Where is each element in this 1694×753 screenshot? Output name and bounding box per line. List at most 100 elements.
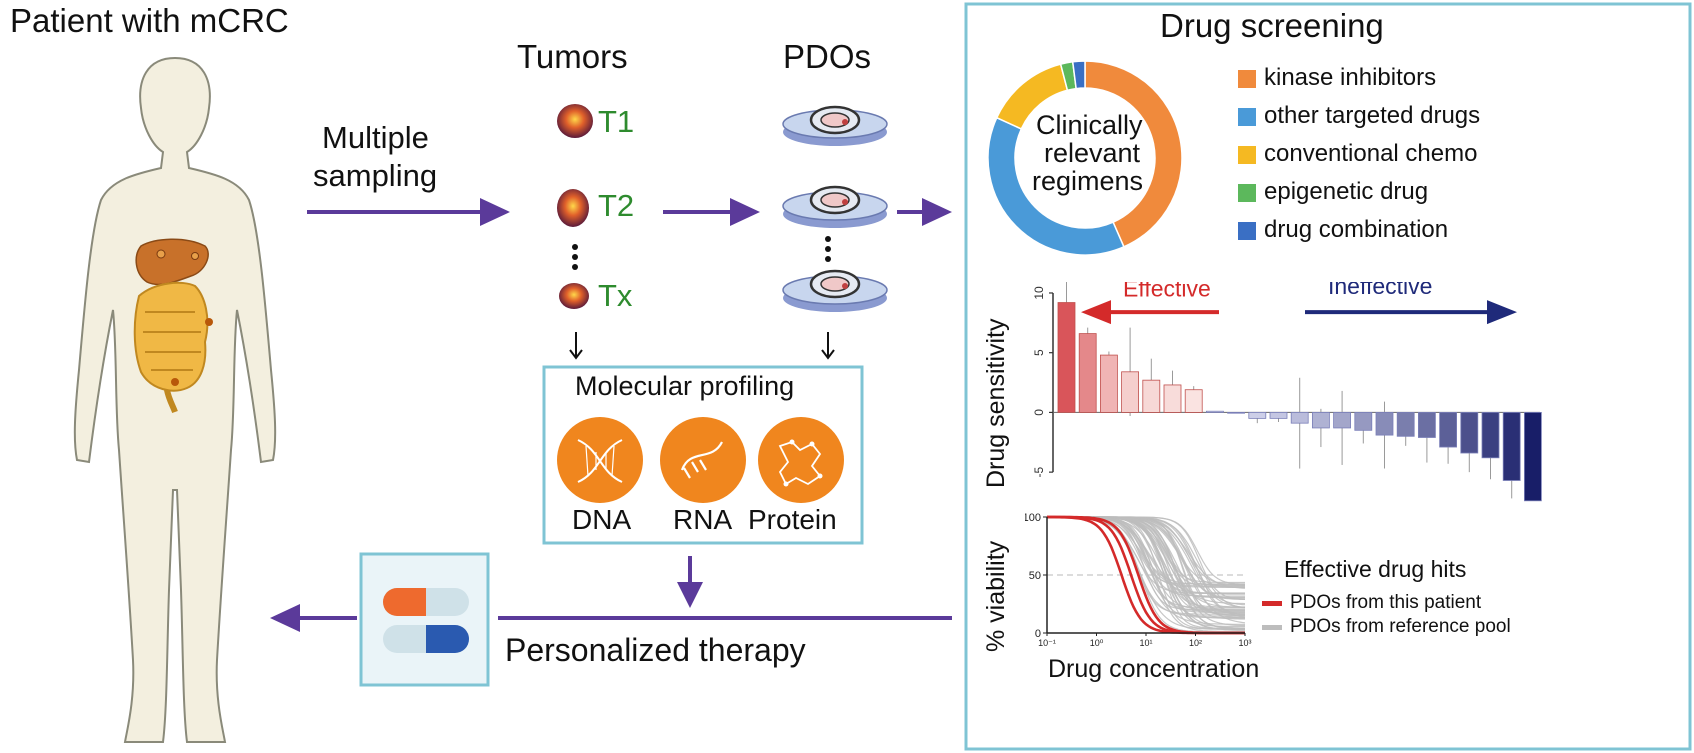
sensitivity-bar [1163, 384, 1182, 413]
legend-label: drug combination [1264, 216, 1449, 243]
donut-center-line3: regimens [1032, 166, 1144, 196]
sensitivity-bar [1439, 412, 1458, 448]
sensitivity-bar [1057, 302, 1076, 413]
legend-item-kinase: kinase inhibitors [1238, 64, 1558, 100]
effective-label: Effective [1123, 282, 1211, 302]
y-tick-label: 0 [1032, 409, 1046, 416]
pill-box [359, 552, 490, 687]
organoid-dish-1 [782, 105, 888, 146]
x-tick-label: 10³ [1238, 638, 1251, 648]
sensitivity-bar [1333, 412, 1352, 429]
sensitivity-bar [1269, 412, 1288, 419]
profiling-down-arrow [677, 556, 703, 608]
legend-swatch [1238, 146, 1256, 164]
sensitivity-bar [1417, 412, 1436, 438]
legend-item-targeted: other targeted drugs [1238, 102, 1558, 138]
donut-slice [995, 63, 1069, 130]
sensitivity-bar [1290, 412, 1309, 424]
tumor-to-pdo-arrow [663, 198, 760, 226]
y-tick-label: 50 [1029, 570, 1041, 582]
y-tick-label: 0 [1035, 628, 1041, 640]
legend-swatch [1238, 184, 1256, 202]
human-body-figure [73, 56, 277, 743]
molecular-profiling-title: Molecular profiling [575, 371, 795, 401]
x-tick-label: 10⁻¹ [1038, 638, 1056, 648]
y-tick-label: -5 [1032, 466, 1046, 477]
legend-swatch [1238, 108, 1256, 126]
rna-icon [660, 417, 746, 503]
sensitivity-bar [1502, 412, 1521, 481]
intestine-organ [133, 281, 209, 392]
donut-center-line1: Clinically [1036, 110, 1143, 140]
legend-label: conventional chemo [1264, 140, 1478, 167]
sensitivity-bar [1481, 412, 1500, 459]
tumor-label-t2: T2 [598, 188, 635, 223]
small-down-arrows [569, 332, 835, 360]
sensitivity-bar [1205, 410, 1224, 413]
tumor-label-tx: Tx [598, 278, 633, 313]
pdo-to-screening-arrow [897, 198, 952, 226]
y-tick-label: 10 [1032, 286, 1046, 300]
patient-title: Patient with mCRC [10, 2, 289, 39]
therapy-arrow [270, 604, 357, 632]
dose-response-chart: 100 50 010⁻¹ 10⁰ 10¹ 10² 10³ [1025, 512, 1252, 648]
donut-center-line2: relevant [1044, 138, 1141, 168]
sensitivity-bar [1460, 412, 1479, 454]
legend-patient-line [1262, 601, 1282, 606]
x-tick-label: 10¹ [1139, 638, 1152, 648]
drug-class-donut-chart [987, 60, 1183, 256]
tumor-label-t1: T1 [598, 104, 635, 139]
legend-reference-label: PDOs from reference pool [1290, 616, 1511, 637]
pdos-header: PDOs [783, 38, 872, 75]
legend-item-combination: drug combination [1238, 216, 1558, 252]
ineffective-arrowhead [1487, 300, 1517, 325]
sensitivity-bar [1354, 412, 1373, 431]
pill-icon-bottom [383, 625, 469, 653]
organoid-dish-3 [782, 269, 888, 312]
effective-arrowhead [1081, 300, 1111, 325]
sensitivity-bar [1078, 333, 1097, 413]
sensitivity-bar [1121, 371, 1139, 413]
sensitivity-bar [1375, 412, 1394, 436]
sensitivity-ylabel: Drug sensitivity [982, 318, 1010, 489]
organoid-dish-2 [782, 185, 888, 228]
sensitivity-bar [1142, 379, 1161, 413]
sampling-arrow [307, 198, 510, 226]
legend-item-epigenetic: epigenetic drug [1238, 178, 1558, 214]
sensitivity-bar [1100, 354, 1118, 413]
dna-label: DNA [572, 504, 632, 535]
tumor-tx [559, 283, 589, 309]
sensitivity-bar [1396, 412, 1415, 437]
donut-slice [987, 116, 1125, 256]
y-tick-label: 5 [1032, 349, 1046, 356]
sensitivity-bar [1311, 412, 1330, 429]
x-tick-label: 10⁰ [1090, 638, 1104, 648]
sampling-label-line2: sampling [313, 158, 438, 193]
y-tick-label: 100 [1025, 512, 1041, 524]
tumor-t1 [557, 104, 593, 138]
personalized-therapy-label: Personalized therapy [505, 632, 806, 668]
x-tick-label: 10² [1189, 638, 1202, 648]
drug-screening-panel [964, 2, 1692, 751]
rna-label: RNA [673, 504, 733, 535]
legend-swatch [1238, 70, 1256, 88]
liver-organ [135, 238, 209, 286]
tumors-header: Tumors [517, 38, 628, 75]
viability-ylabel: % viability [982, 540, 1010, 652]
legend-label: other targeted drugs [1264, 102, 1481, 129]
donut-slice [1071, 60, 1086, 90]
drug-screening-title: Drug screening [1160, 7, 1384, 44]
pill-icon-top [383, 588, 469, 616]
donut-slice [1084, 60, 1183, 248]
sensitivity-bar [1227, 412, 1246, 414]
legend-swatch [1238, 222, 1256, 240]
legend-patient-label: PDOs from this patient [1290, 592, 1482, 613]
sampling-label-line1: Multiple [322, 120, 429, 155]
protein-label: Protein [748, 504, 837, 535]
concentration-xlabel: Drug concentration [1048, 655, 1260, 683]
sensitivity-bar [1184, 389, 1203, 413]
legend-item-chemo: conventional chemo [1238, 140, 1558, 176]
sensitivity-bar [1523, 412, 1542, 502]
